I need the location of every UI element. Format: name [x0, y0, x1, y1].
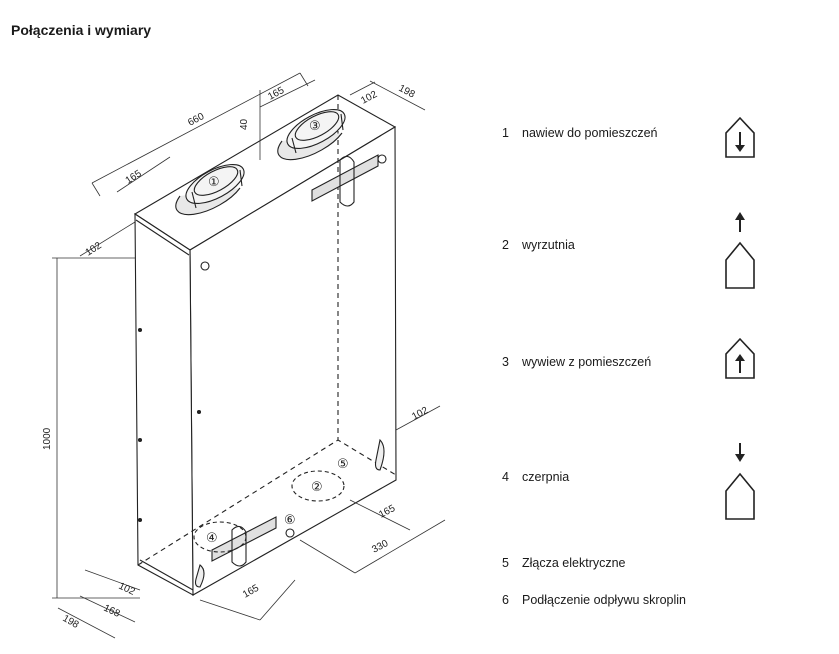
- dim-165-bottom-right: 165: [377, 503, 397, 521]
- house-arrow-up-icon: [725, 337, 755, 379]
- house-arrow-up-outside-icon: [725, 212, 755, 289]
- side-slot-top: [311, 154, 379, 207]
- dim-102-top-right: 102: [359, 89, 379, 107]
- dim-330: 330: [370, 538, 390, 556]
- callout-circle-4: [193, 521, 247, 553]
- dim-198-bottom: 198: [61, 613, 81, 631]
- dim-165-top-right: 165: [266, 85, 286, 103]
- dim-168: 168: [102, 603, 122, 620]
- house-arrow-down-outside-icon: [725, 443, 755, 520]
- dim-1000: 1000: [42, 427, 53, 450]
- house-arrow-down-icon: [725, 116, 755, 158]
- callout-2: ②: [311, 480, 323, 495]
- dim-660: 660: [186, 111, 206, 129]
- dim-198-top: 198: [397, 83, 417, 101]
- side-slot-bottom: [211, 516, 277, 567]
- dim-102-bottom-right: 102: [410, 405, 430, 423]
- dim-165-top-left: 165: [124, 168, 144, 187]
- dim-40: 40: [239, 118, 250, 130]
- callout-3: ③: [309, 119, 321, 134]
- dim-102-bottom-left: 102: [117, 581, 137, 598]
- callout-4: ④: [206, 531, 218, 546]
- callout-5: ⑤: [337, 457, 349, 472]
- callout-circle-2: [291, 470, 345, 502]
- dim-165-bottom-front: 165: [241, 583, 261, 601]
- duct-spigot-3: [277, 108, 346, 161]
- callout-1: ①: [208, 175, 220, 190]
- callout-6: ⑥: [284, 513, 296, 528]
- duct-spigot-1: [175, 163, 245, 216]
- page-title: Połączenia i wymiary: [11, 22, 152, 38]
